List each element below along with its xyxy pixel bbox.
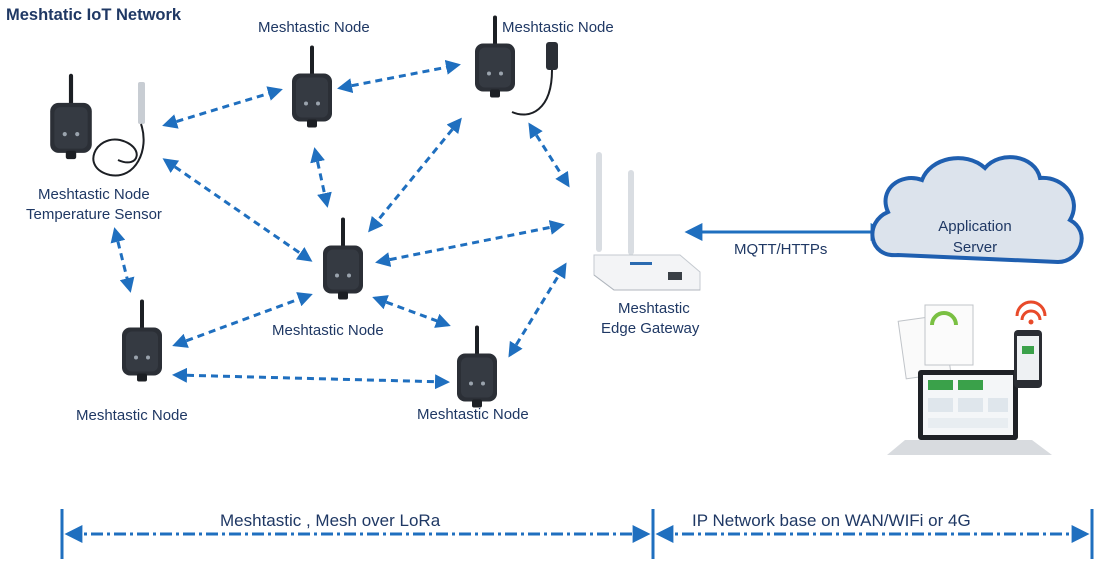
link-topmid-center <box>310 147 332 208</box>
link-center-gateway <box>375 220 565 267</box>
node-bottom-left-label: Meshtastic Node <box>76 407 188 424</box>
link-topright-center <box>368 117 462 233</box>
protocol-label: MQTT/HTTPs <box>734 241 828 258</box>
link-topmid-topright <box>337 59 461 94</box>
link-bottomleft-bottomright <box>172 367 450 390</box>
node-bottom-right-device <box>457 325 497 408</box>
node-bottom-right-label: Meshtastic Node <box>417 406 529 423</box>
node-center-label: Meshtastic Node <box>272 322 384 339</box>
node-top-middle-label: Meshtastic Node <box>258 19 370 36</box>
gateway-label-line2: Edge Gateway <box>601 320 700 337</box>
dashboard-illustration <box>887 300 1052 455</box>
link-center-bottomright <box>372 295 451 328</box>
span-mesh-label: Meshtastic , Mesh over LoRa <box>214 511 447 531</box>
link-temp-center <box>162 158 313 262</box>
link-temp-bottomleft <box>110 227 135 293</box>
mesh-links <box>110 59 570 390</box>
link-temp-topmid <box>162 86 283 129</box>
probe-device <box>511 42 558 116</box>
node-center-device <box>323 217 363 300</box>
gateway-label-line1: Meshtastic <box>618 300 690 317</box>
node-top-middle-device <box>292 45 332 128</box>
span-ip-label: IP Network base on WAN/WIFi or 4G <box>686 511 977 531</box>
temp-sensor-label-line1: Meshtastic Node <box>38 186 150 203</box>
temp-sensor-label-line2: Temperature Sensor <box>26 206 162 223</box>
temp-sensor-device <box>50 73 145 177</box>
link-bottomright-gateway <box>508 262 567 358</box>
gateway-device <box>593 152 701 291</box>
diagram-title: Meshtatic IoT Network <box>6 6 182 24</box>
node-top-right-label: Meshtastic Node <box>502 19 614 36</box>
server-label-line2: Server <box>952 239 998 256</box>
link-topright-gateway <box>528 122 570 188</box>
node-bottom-left-device <box>122 299 162 382</box>
span-lines <box>60 509 1094 559</box>
server-label: Application Server <box>915 216 1035 258</box>
server-label-line1: Application <box>938 218 1012 235</box>
cloud-shape <box>870 155 1084 265</box>
